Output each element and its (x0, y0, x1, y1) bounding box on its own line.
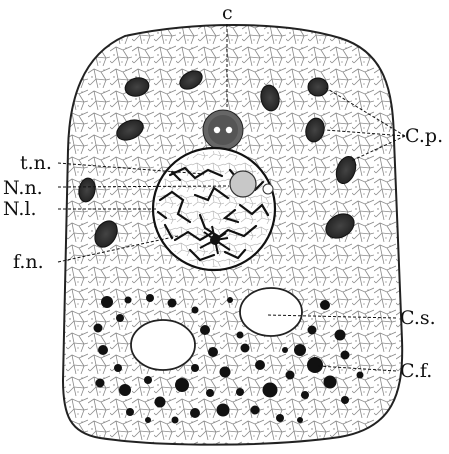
label-nuclear-membrane: N.l. (3, 198, 37, 220)
centrosome (203, 110, 243, 150)
label-centrosome: c (222, 2, 233, 24)
label-chromatin-network: f.n. (13, 251, 44, 273)
nucleus (153, 148, 275, 270)
label-linin-threads: t.n. (20, 152, 52, 174)
label-nucleolus: N.n. (3, 177, 43, 199)
vacuole-large (131, 320, 195, 370)
nucleolus (230, 171, 256, 197)
vacuole-small (240, 288, 302, 336)
label-food-particles: C.f. (400, 360, 432, 382)
label-plastids: C.p. (405, 125, 443, 147)
label-vacuole: C.s. (400, 307, 436, 329)
